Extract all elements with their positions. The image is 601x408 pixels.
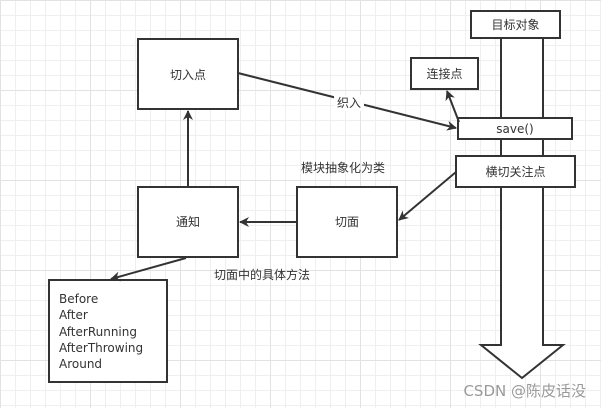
aspect-label: 切面 [335, 215, 359, 229]
advice-type-item: AfterThrowing [59, 341, 143, 355]
pointcut-node[interactable]: 切入点 [137, 38, 239, 110]
advice-type-item: After [59, 308, 88, 322]
weave-label-bg [334, 95, 364, 111]
aspect-node[interactable]: 切面 [296, 186, 398, 258]
edge-save-to-join-point [445, 90, 460, 123]
weave-label: 织入 [337, 96, 361, 110]
join-point-label: 连接点 [426, 66, 462, 81]
target-object-node[interactable]: 目标对象 [470, 10, 561, 39]
advice-types-node[interactable]: Before After AfterRunning AfterThrowing … [48, 279, 168, 383]
cross-cutting-concern-label: 横切关注点 [485, 164, 545, 179]
target-object-label: 目标对象 [491, 18, 539, 32]
advice-node[interactable]: 通知 [137, 186, 239, 258]
edge-advice-to-types [110, 257, 187, 282]
edge-concern-to-aspect [398, 171, 457, 221]
cross-cutting-concern-node[interactable]: 横切关注点 [455, 155, 576, 188]
advice-type-item: Before [59, 292, 98, 306]
concrete-method-label: 切面中的具体方法 [214, 267, 310, 282]
advice-type-item: Around [59, 357, 102, 371]
target-object-lifeline-arrow [478, 38, 566, 380]
advice-label: 通知 [176, 215, 200, 229]
advice-type-item: AfterRunning [59, 325, 137, 339]
watermark: CSDN @陈皮话没 [463, 382, 586, 400]
pointcut-label: 切入点 [170, 68, 206, 82]
save-method-node[interactable]: save() [457, 117, 573, 140]
save-method-label: save() [496, 122, 533, 136]
join-point-node[interactable]: 连接点 [410, 57, 479, 90]
modularize-label: 模块抽象化为类 [301, 161, 385, 175]
